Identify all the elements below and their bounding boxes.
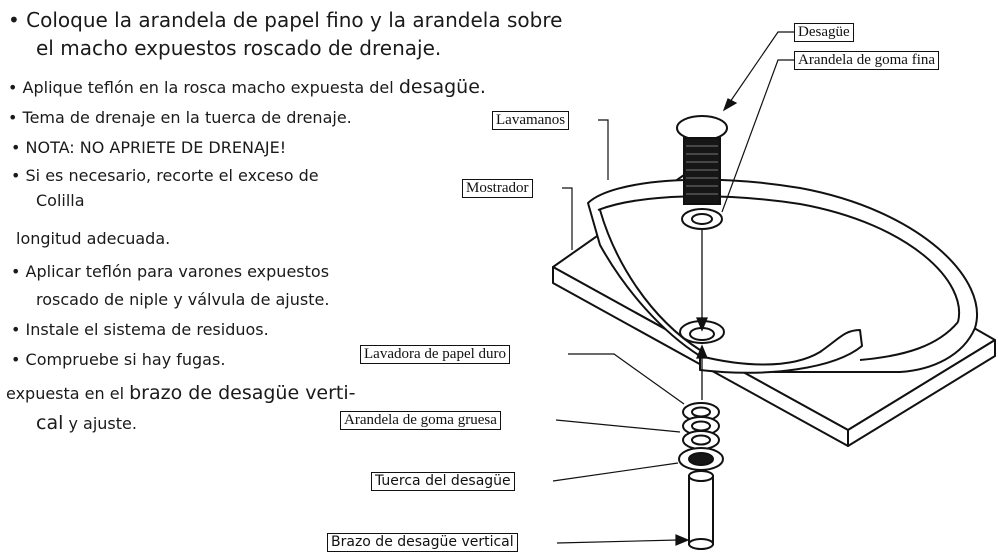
label-arandela-goma-gruesa: Arandela de goma gruesa <box>340 411 501 430</box>
leader-brazo-desague <box>556 539 679 544</box>
instruction-line-11: • Instale el sistema de residuos. <box>11 320 269 339</box>
instruction-line-4: • Tema de drenaje en la tuerca de drenaj… <box>8 108 352 127</box>
leader-mostrador <box>562 187 573 250</box>
instruction-line-10: roscado de niple y válvula de ajuste. <box>36 290 330 309</box>
instruction-line-3: • Aplique teflón en la rosca macho expue… <box>8 78 486 97</box>
instruction-line-13-text: expuesta en el <box>6 384 130 403</box>
vertical-drain-arm <box>688 475 714 545</box>
instruction-line-3-emph: desagüe. <box>398 76 486 98</box>
label-lavadora-papel-duro: Lavadora de papel duro <box>360 345 511 364</box>
instruction-line-13-emph: brazo de desagüe verti- <box>129 382 356 404</box>
instruction-line-2: el macho expuestos roscado de drenaje. <box>36 36 442 60</box>
leader-tuerca-desague <box>552 462 679 482</box>
label-brazo-desague-vertical: Brazo de desagüe vertical <box>327 533 518 552</box>
instruction-line-14-emph: cal <box>36 412 64 434</box>
instruction-line-12: • Compruebe si hay fugas. <box>11 350 226 369</box>
instruction-line-6: • Si es necesario, recorte el exceso de <box>11 166 319 185</box>
instruction-line-13: expuesta en el brazo de desagüe verti- <box>6 384 356 403</box>
label-desague: Desagüe <box>794 23 854 42</box>
leader-arandela-goma-fina <box>721 59 794 213</box>
instruction-line-1: • Coloque la arandela de papel fino y la… <box>8 8 563 32</box>
leader-desague <box>729 31 794 103</box>
leader-lavamanos <box>598 119 609 180</box>
basin-inner-rim <box>597 195 961 323</box>
instruction-line-14: cal y ajuste. <box>36 414 137 433</box>
basin-cut-face <box>699 329 863 374</box>
drain-threaded-body <box>683 137 721 205</box>
instruction-line-7: Colilla <box>36 191 85 210</box>
thin-rubber-washer-top-hole <box>691 213 713 225</box>
label-mostrador: Mostrador <box>462 179 533 198</box>
label-tuerca-desague: Tuerca del desagüe <box>371 472 515 491</box>
instruction-line-3-text: • Aplique teflón en la rosca macho expue… <box>8 78 399 97</box>
label-lavamanos: Lavamanos <box>492 111 570 130</box>
leader-arandela-goma-gruesa <box>555 419 681 433</box>
instruction-line-14-text: y ajuste. <box>63 414 137 433</box>
leader-lavadora-papel-duro <box>568 353 685 405</box>
instruction-line-5: • NOTA: NO APRIETE DE DRENAJE! <box>11 138 287 157</box>
label-arandela-goma-fina: Arandela de goma fina <box>794 51 940 70</box>
instruction-line-8: longitud adecuada. <box>16 229 171 248</box>
instruction-line-9: • Aplicar teflón para varones expuestos <box>11 262 330 281</box>
countertop-side-edge <box>847 339 996 447</box>
